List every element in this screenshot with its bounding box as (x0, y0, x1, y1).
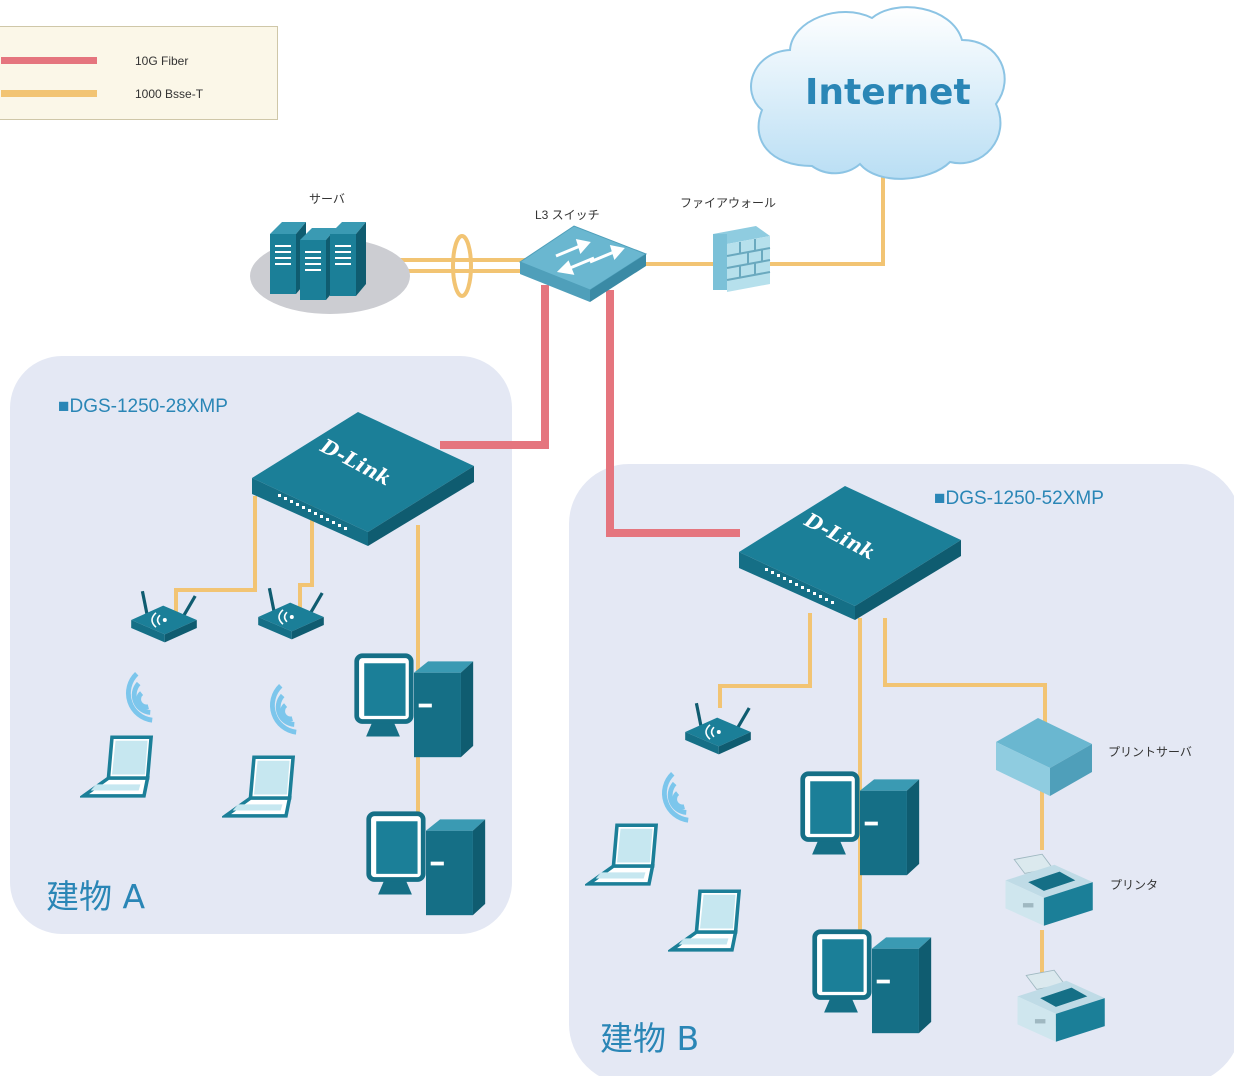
server-label: サーバ (309, 192, 345, 206)
legend-fiber-swatch (1, 57, 97, 64)
printer-label: プリンタ (1110, 878, 1159, 892)
copper-links (174, 165, 1047, 995)
print-server-icon (996, 718, 1092, 796)
fiber-links (440, 285, 740, 537)
print-server-label: プリントサーバ (1108, 745, 1192, 759)
switch-b-model-label: ■DGS-1250-52XMP (934, 488, 1104, 509)
l3-switch-label: L3 スイッチ (535, 208, 600, 222)
legend-fiber-label: 10G Fiber (135, 54, 189, 68)
building-a-name: 建物 A (46, 877, 146, 916)
server-icon (270, 222, 366, 300)
building-b-name: 建物 B (600, 1019, 700, 1058)
firewall-icon (713, 226, 771, 292)
legend-copper-label: 1000 Bsse-T (135, 87, 204, 101)
legend: 10G Fiber 1000 Bsse-T (0, 26, 278, 120)
l3-switch-icon (518, 225, 648, 302)
internet-cloud (750, 6, 1006, 180)
switch-a-model-label: ■DGS-1250-28XMP (58, 396, 228, 417)
legend-copper-swatch (1, 90, 97, 97)
lag-ring (451, 234, 473, 298)
internet-label: Internet (805, 72, 971, 113)
firewall-label: ファイアウォール (680, 196, 777, 210)
